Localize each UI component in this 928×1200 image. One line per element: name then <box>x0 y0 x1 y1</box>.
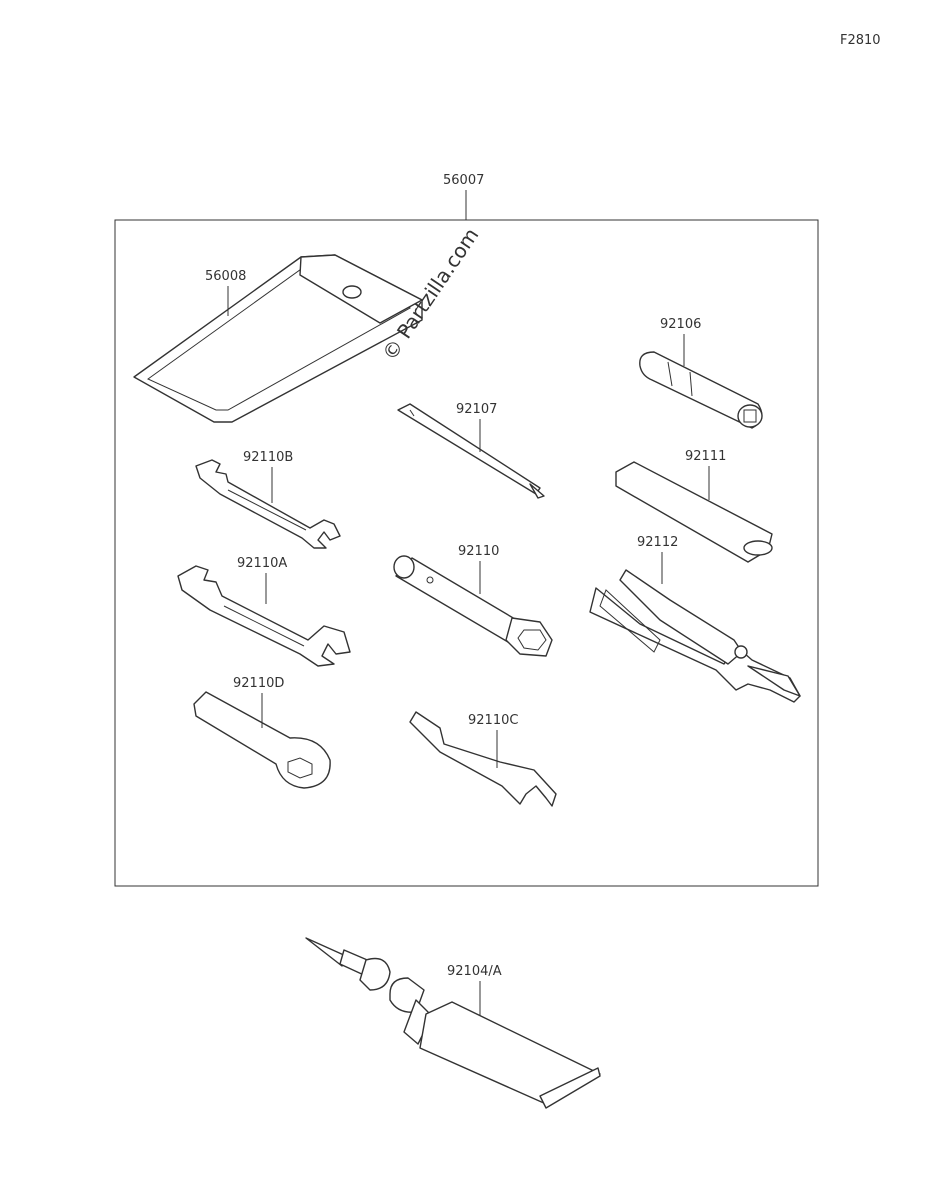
callout-92106[interactable]: 92106 <box>660 317 701 332</box>
figure-code: F2810 <box>840 33 881 48</box>
handle-bar-92111[interactable] <box>615 461 773 563</box>
wrench-92110B[interactable] <box>195 459 341 549</box>
box-end-wrench-92110D[interactable] <box>193 691 331 789</box>
box-wrench-92110[interactable] <box>393 555 553 657</box>
callout-92111[interactable]: 92111 <box>685 449 726 464</box>
callout-92110B[interactable]: 92110B <box>243 450 293 465</box>
pliers-92112[interactable] <box>589 569 801 703</box>
callout-92110A[interactable]: 92110A <box>237 556 287 571</box>
tool-kit-frame <box>114 219 819 887</box>
callout-92112[interactable]: 92112 <box>637 535 678 550</box>
callout-92110[interactable]: 92110 <box>458 544 499 559</box>
screwdriver-92107[interactable] <box>397 403 545 499</box>
callout-92104A[interactable]: 92104/A <box>447 964 502 979</box>
callout-56007[interactable]: 56007 <box>443 173 484 188</box>
tube-92104A[interactable] <box>305 937 601 1109</box>
hook-spanner-92110C[interactable] <box>409 711 557 807</box>
tool-case-56008[interactable] <box>133 254 423 423</box>
callout-56008[interactable]: 56008 <box>205 269 246 284</box>
extension-grip-92106[interactable] <box>639 351 763 429</box>
callout-92110D[interactable]: 92110D <box>233 676 284 691</box>
callout-92107[interactable]: 92107 <box>456 402 497 417</box>
wrench-92110A[interactable] <box>177 565 351 667</box>
callout-92110C[interactable]: 92110C <box>468 713 518 728</box>
